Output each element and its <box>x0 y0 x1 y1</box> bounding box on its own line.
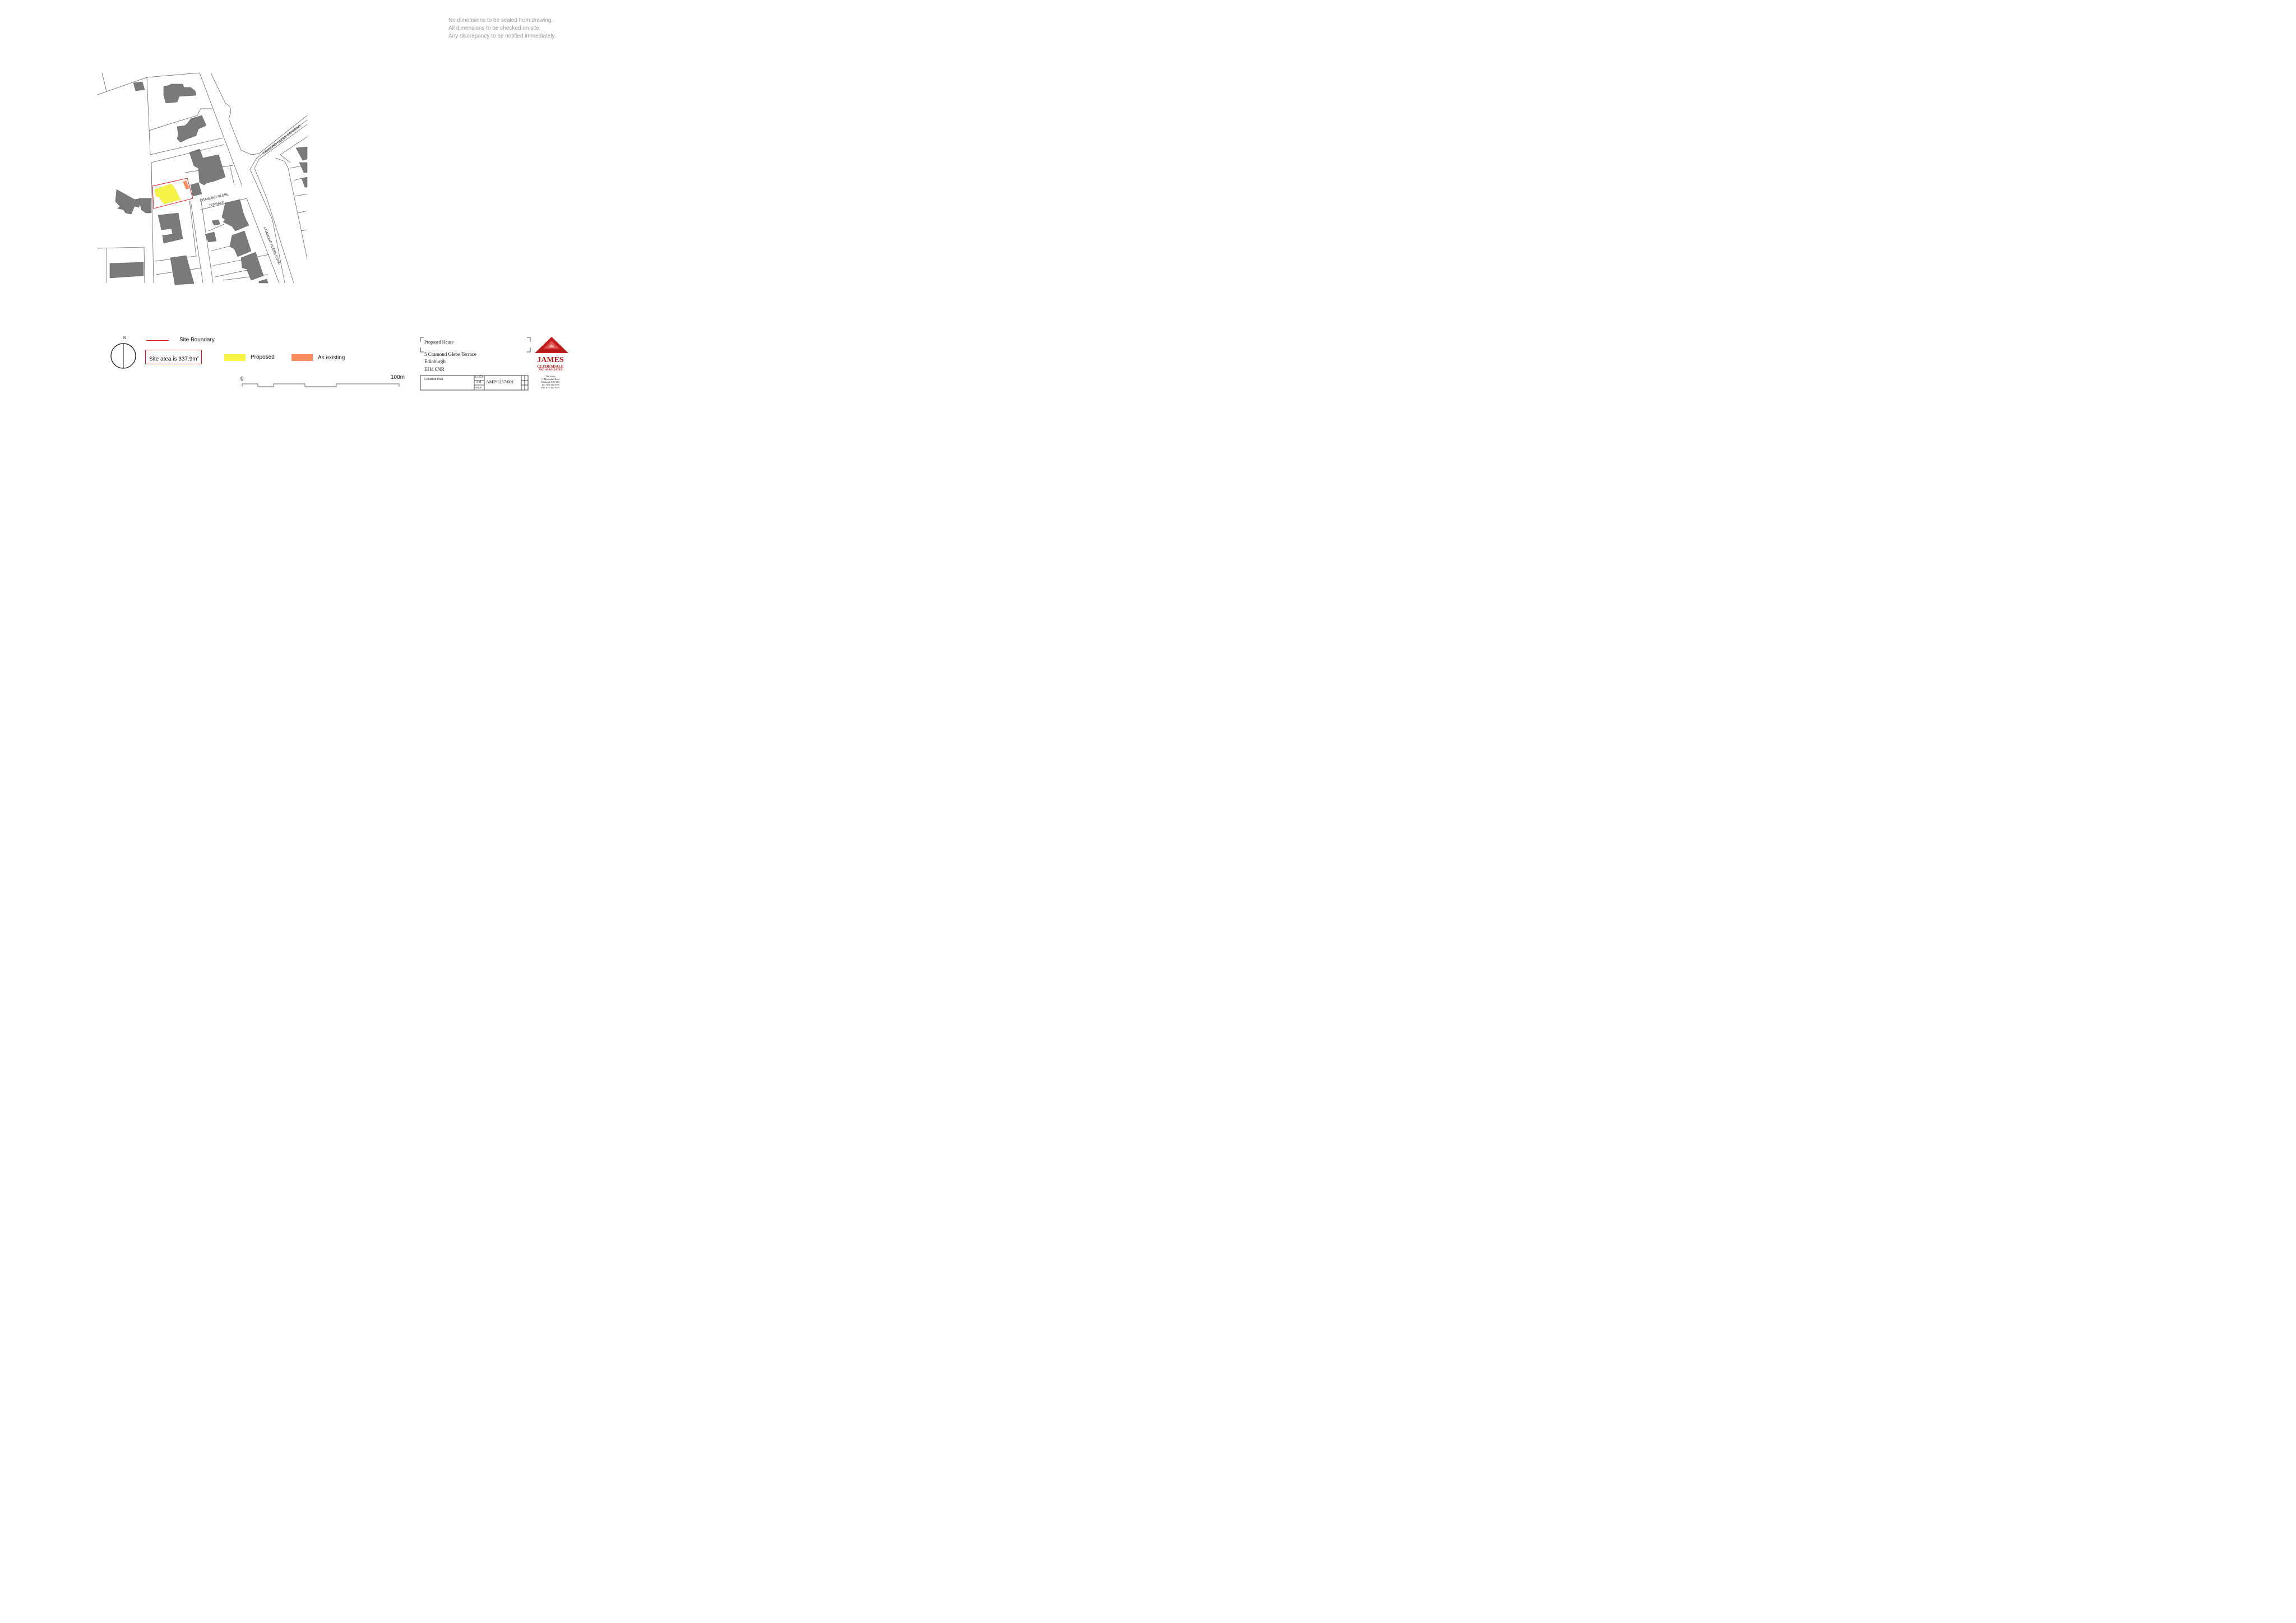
proposed-label: Proposed <box>251 354 275 360</box>
company-fax: Fax: 0131 662 9449 <box>541 386 560 389</box>
site-area-superscript: 2 <box>197 356 199 359</box>
drawing-date: FEB 26 <box>475 386 482 389</box>
north-label: N <box>123 336 127 340</box>
drawn-by: AM <box>476 381 482 384</box>
company-address-2: 11 Mortonhall Road <box>541 378 560 381</box>
scale-start-label: 0 <box>240 376 244 382</box>
site-boundary-label: Site Boundary <box>179 337 215 343</box>
location-map: CRAMOND GLEBE GARDENS CRAMOND GLEBE TERR… <box>97 72 568 391</box>
disclaimer-note-2: All dimensions to be checked on site. <box>448 25 541 31</box>
site-area-box: Site atea is 337.9m2 <box>145 350 202 364</box>
company-name-line-2: CLYDESDALE <box>537 364 564 369</box>
company-address-3: Edinburgh EH9 2HS <box>541 381 560 383</box>
proposed-swatch <box>224 354 246 361</box>
company-phone: Tel: 0131 662 9339 <box>541 383 559 386</box>
company-name-line-3: AND ASSOCIATES <box>538 369 563 372</box>
drawing-title: Location Plan <box>424 378 443 381</box>
disclaimer-note-1: No dimensions to be scaled from drawing. <box>448 17 553 24</box>
existing-buildings <box>109 81 308 285</box>
road-label-terrace: TERRACE <box>209 201 225 208</box>
address-line-1: 5 Cramond Glebe Terrace <box>424 351 476 357</box>
existing-swatch <box>291 354 313 361</box>
disclaimer-note-3: Any discrepancy to be notified immediate… <box>448 33 556 39</box>
road-label-cramond-glebe-gardens: CRAMOND GLEBE GARDENS <box>262 124 302 155</box>
project-title: Proposed House <box>424 340 454 345</box>
existing-label: As existing <box>318 355 345 361</box>
scale-end-label: 100m <box>391 374 405 381</box>
address-line-2: Edinburgh <box>424 359 446 364</box>
site-boundary-swatch <box>146 340 169 341</box>
company-logo-icon <box>535 337 568 353</box>
site-boundary-outline <box>152 178 193 209</box>
drawing-number: AMP/1257/001 <box>486 379 514 384</box>
scale-value: 1:1250 <box>475 376 483 379</box>
existing-structure <box>183 180 189 189</box>
site-area-text: Site atea is 337.9m <box>149 356 197 363</box>
proposed-house <box>154 183 181 205</box>
company-address-1: The Studio <box>545 375 556 378</box>
address-line-3: EH4 6NR <box>424 367 445 372</box>
scale-bar <box>242 383 400 387</box>
company-name-line-1: JAMES <box>537 356 564 364</box>
title-block-frame <box>420 337 531 391</box>
road-label-cramond-glebe: CRAMOND GLEBE <box>200 193 229 203</box>
